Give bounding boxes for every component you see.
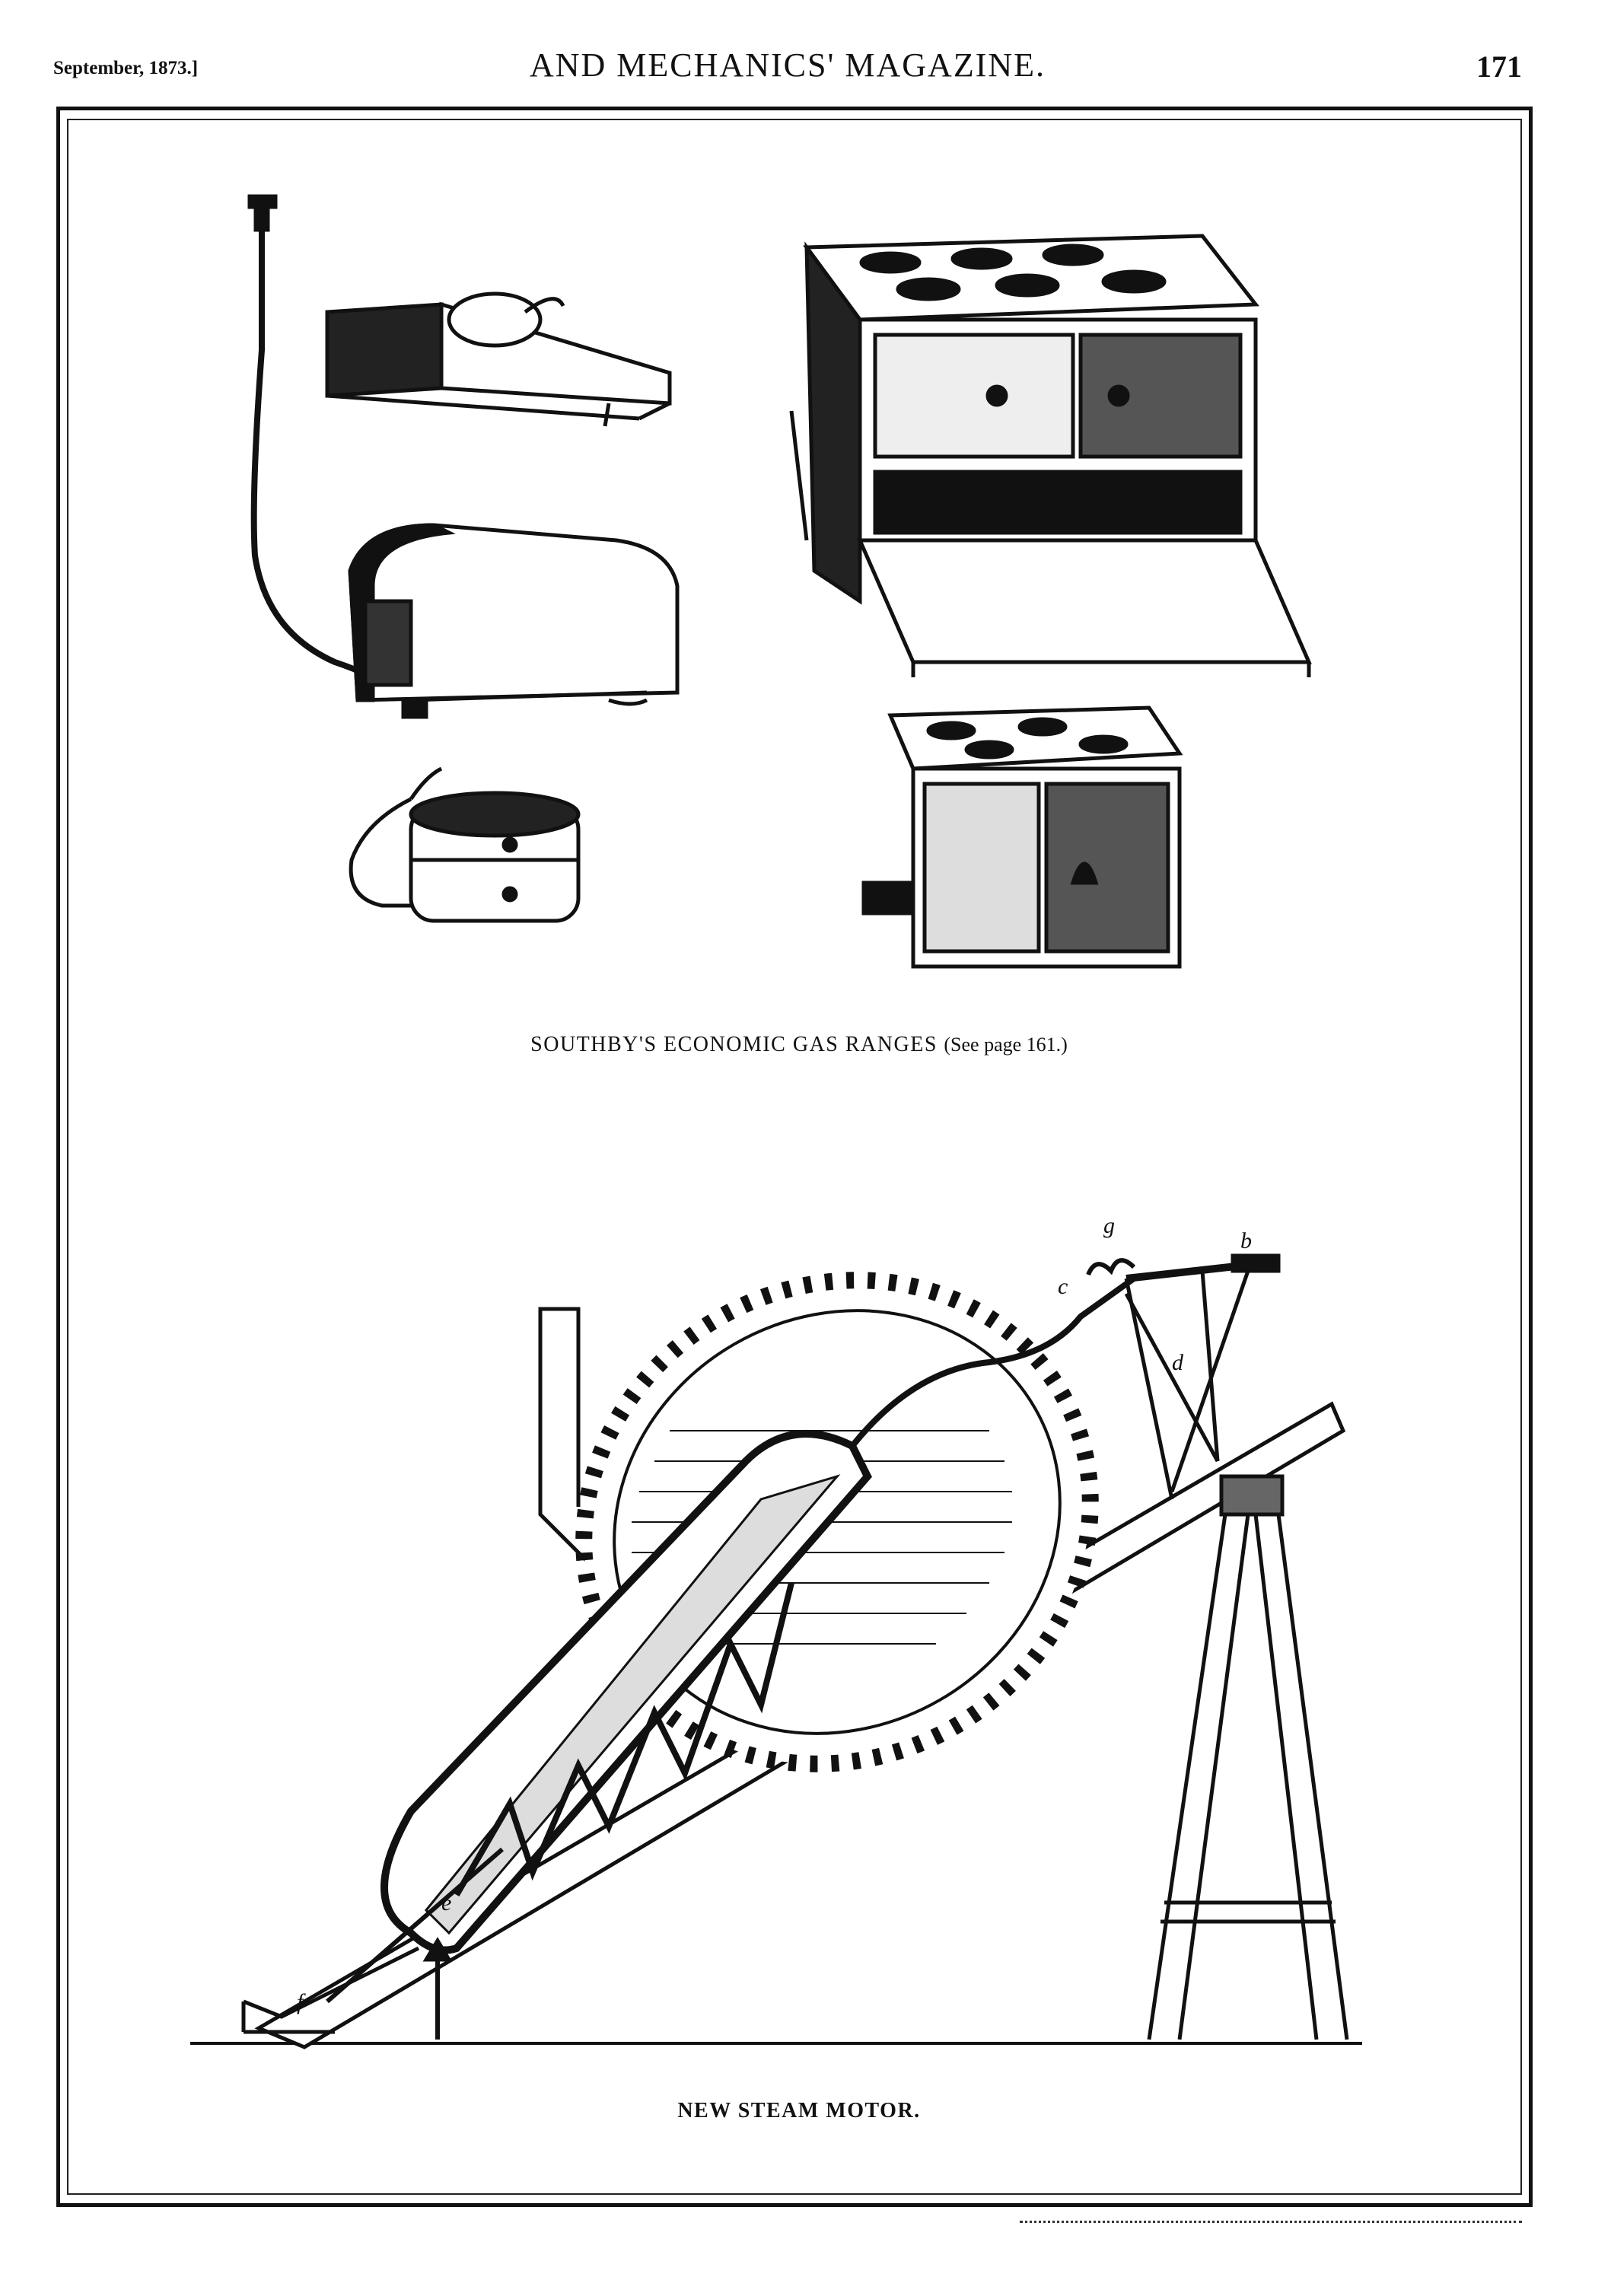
gas-ranges-caption-title: SOUTHBY'S ECONOMIC GAS RANGES	[530, 1033, 938, 1056]
magazine-title: AND MECHANICS' MAGAZINE.	[529, 46, 1046, 84]
chimney	[538, 1307, 595, 1569]
steam-motor-caption: NEW STEAM MOTOR.	[677, 2099, 921, 2122]
large-range-appliance	[789, 234, 1312, 677]
grill-appliance	[325, 291, 672, 427]
footer-rule	[1020, 2221, 1522, 2223]
gas-tap-icon	[247, 194, 278, 232]
steam-motor-engraving: g c b d f e	[190, 1213, 1362, 2049]
spiral-blades	[454, 1582, 794, 1897]
page-header: September, 1873.] AND MECHANICS' MAGAZIN…	[53, 44, 1522, 90]
trestle-support	[1147, 1474, 1349, 2040]
plate-border-inner	[67, 119, 1522, 2195]
roaster-appliance	[348, 523, 680, 719]
gas-ranges-caption: SOUTHBY'S ECONOMIC GAS RANGES (See page …	[380, 1033, 1218, 1057]
label-b: b	[1240, 1228, 1252, 1253]
small-range-appliance	[861, 705, 1183, 969]
page-number: 171	[1476, 49, 1522, 84]
gas-ranges-caption-ref: (See page 161.)	[944, 1033, 1068, 1056]
label-d: d	[1172, 1350, 1184, 1375]
lower-fittings	[241, 1847, 504, 2040]
label-e: e	[441, 1890, 451, 1915]
boiler-appliance	[349, 766, 581, 923]
drive-frame	[1086, 1253, 1281, 1500]
gas-ranges-engraving	[247, 194, 1312, 969]
plate-border-outer	[56, 107, 1533, 2207]
label-c: c	[1058, 1274, 1068, 1299]
label-g: g	[1103, 1213, 1115, 1238]
issue-date: September, 1873.]	[53, 58, 199, 78]
